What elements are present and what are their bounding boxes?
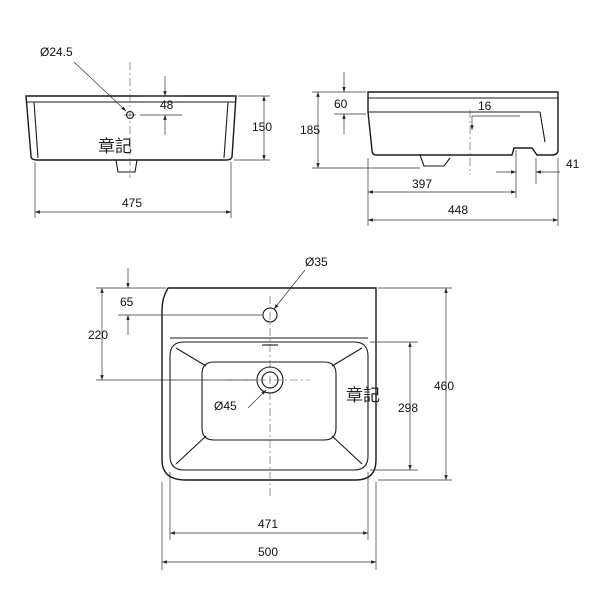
plan-corner-tr xyxy=(331,347,363,367)
front-view: Ø24.5 48 150 475 章記 xyxy=(25,45,272,218)
plan-drain-diameter-label: Ø45 xyxy=(214,399,237,413)
watermark-plan: 章記 xyxy=(346,386,380,406)
watermark-front: 章記 xyxy=(98,137,132,157)
plan-tap-offset-label: 65 xyxy=(120,295,134,309)
plan-tap-hole-diameter-label: Ø35 xyxy=(305,255,328,269)
plan-bowl-width-label: 471 xyxy=(258,517,278,531)
plan-tap-hole-leader xyxy=(273,269,306,310)
front-inner-edge-left xyxy=(33,101,39,159)
side-overflow-label: 41 xyxy=(566,157,580,171)
front-hole-diameter-label: Ø24.5 xyxy=(40,45,73,59)
plan-basin-outline xyxy=(161,287,377,481)
front-height-label: 150 xyxy=(252,120,272,134)
plan-drain-inner xyxy=(261,371,279,389)
side-top-offset-label: 60 xyxy=(334,97,348,111)
plan-total-width-label: 500 xyxy=(258,545,278,559)
plan-drain-leader xyxy=(247,389,267,409)
front-width-label: 475 xyxy=(122,196,142,210)
side-view: 60 185 16 397 41 448 xyxy=(300,72,580,226)
side-rim-label: 16 xyxy=(478,99,492,113)
plan-bowl-inner xyxy=(201,361,337,441)
plan-total-length-label: 460 xyxy=(434,379,454,393)
plan-tap-hole xyxy=(262,307,278,323)
plan-corner-tl xyxy=(175,347,207,367)
front-basin-outline xyxy=(25,95,237,161)
side-total-depth-label: 448 xyxy=(448,203,468,217)
side-total-height-label: 185 xyxy=(300,123,320,137)
front-inner-edge-right xyxy=(223,101,229,159)
plan-corner-br xyxy=(331,435,363,465)
plan-drain-offset-label: 220 xyxy=(88,328,108,342)
front-hole-diameter-leader xyxy=(73,61,127,112)
plan-corner-bl xyxy=(175,435,207,465)
plan-bowl-length-label: 298 xyxy=(398,401,418,415)
front-drain-outlet xyxy=(115,159,138,173)
plan-drain-outer xyxy=(256,366,284,394)
side-basin-outline xyxy=(367,91,559,156)
plan-bowl-outline xyxy=(169,341,369,471)
side-wall-line xyxy=(539,111,546,143)
side-drain-fitting xyxy=(419,154,451,167)
front-hole-height-label: 48 xyxy=(160,98,174,112)
side-inner-depth-label: 397 xyxy=(412,177,432,191)
plan-view: Ø35 65 220 Ø45 298 460 471 500 xyxy=(88,255,454,570)
